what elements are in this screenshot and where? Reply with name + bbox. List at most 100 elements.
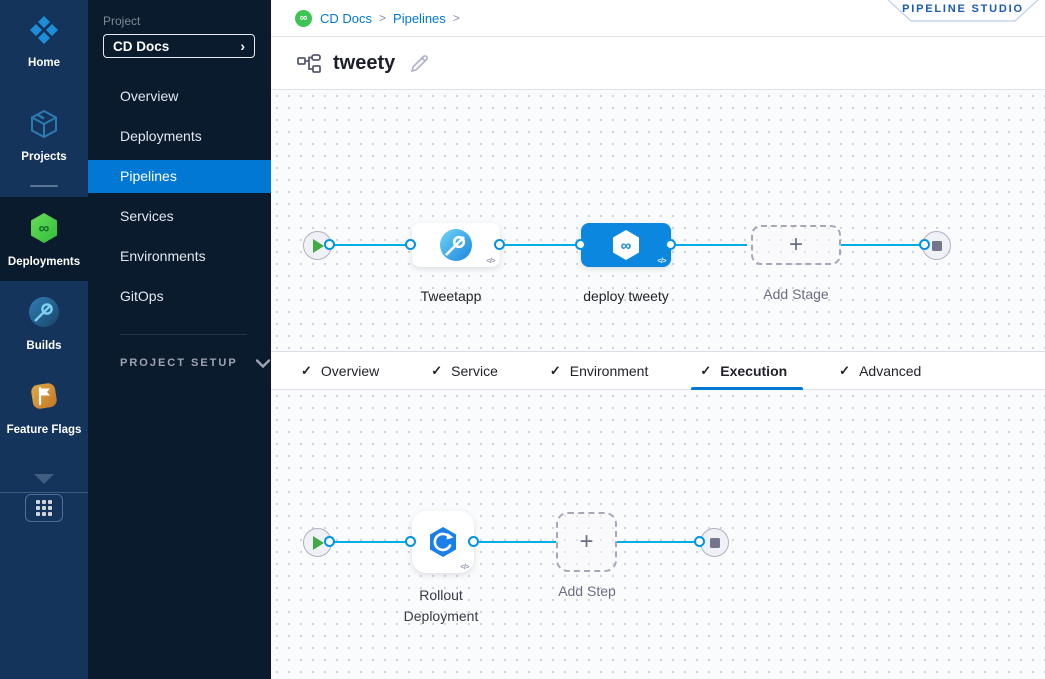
pipeline-name: tweety xyxy=(333,51,396,74)
play-icon xyxy=(312,535,324,550)
svg-text:∞: ∞ xyxy=(621,238,632,255)
sidebar-item-environments[interactable]: Environments xyxy=(120,248,206,264)
chevron-right-icon: › xyxy=(240,38,245,54)
project-setup-toggle[interactable]: PROJECT SETUP xyxy=(120,357,271,369)
connector-line xyxy=(841,244,920,246)
tab-environment[interactable]: ✓ Environment xyxy=(550,352,649,390)
stage-label-deploy-tweety: deploy tweety xyxy=(583,288,669,304)
stage-config-tabs: ✓ Overview ✓ Service ✓ Environment ✓ Exe… xyxy=(271,352,1045,390)
stop-icon xyxy=(709,537,720,548)
tab-label: Execution xyxy=(720,362,788,379)
tab-advanced[interactable]: ✓ Advanced xyxy=(839,352,921,390)
cd-module-icon: ∞ xyxy=(295,9,312,27)
project-sidebar: Project CD Docs › Overview Deployments P… xyxy=(88,0,271,679)
rail-item-label: Feature Flags xyxy=(6,423,82,436)
pipeline-studio-content: ∞ CD Docs > Pipelines > PIPELINE STUDIO … xyxy=(271,0,1045,679)
breadcrumb-link-project[interactable]: CD Docs xyxy=(320,10,373,26)
ci-stage-icon xyxy=(440,229,472,261)
sidebar-divider xyxy=(120,334,247,335)
link-point xyxy=(694,536,705,547)
rollout-step-icon xyxy=(430,527,456,557)
project-select-value: CD Docs xyxy=(113,38,170,54)
svg-text:∞: ∞ xyxy=(39,220,50,237)
link-point xyxy=(324,239,335,250)
link-point xyxy=(468,536,479,547)
execution-canvas: </> + Rollout Deployment Add Step xyxy=(271,390,1045,679)
check-icon: ✓ xyxy=(431,362,443,378)
connector-line xyxy=(505,244,577,246)
rail-item-projects[interactable]: Projects xyxy=(0,94,88,176)
tab-overview[interactable]: ✓ Overview xyxy=(301,352,379,390)
link-point xyxy=(919,239,930,250)
project-select[interactable]: CD Docs › xyxy=(103,34,255,58)
stage-node-deploy-tweety[interactable]: ∞ </> xyxy=(581,223,671,267)
sidebar-item-deployments[interactable]: Deployments xyxy=(120,128,202,144)
play-icon xyxy=(312,238,324,253)
connector-line xyxy=(676,244,747,246)
project-setup-label: PROJECT SETUP xyxy=(120,357,238,369)
sidebar-item-gitops[interactable]: GitOps xyxy=(120,288,164,304)
rail-item-label: Home xyxy=(28,57,60,69)
stage-canvas: </> ∞ </> + Tweetapp deploy tweety Add S… xyxy=(271,90,1045,352)
add-stage-button[interactable]: + xyxy=(751,225,841,265)
rail-item-builds[interactable]: Builds xyxy=(0,281,88,365)
step-node-rollout-deployment[interactable]: </> xyxy=(412,511,474,573)
feature-flags-icon xyxy=(27,379,61,418)
rail-collapse-chevron-icon[interactable] xyxy=(34,474,54,485)
plus-icon: + xyxy=(579,528,594,555)
pipeline-studio-badge-label: PIPELINE STUDIO xyxy=(902,3,1024,15)
tab-label: Overview xyxy=(320,362,380,379)
apps-grid-icon xyxy=(36,500,52,517)
active-tab-underline xyxy=(691,386,804,390)
pipeline-studio-badge: PIPELINE STUDIO xyxy=(887,0,1039,22)
add-step-label: Add Step xyxy=(558,583,616,599)
home-icon xyxy=(28,14,60,51)
module-rail: Home Projects ∞ Depl xyxy=(0,0,88,679)
breadcrumb-link-pipelines[interactable]: Pipelines xyxy=(393,10,446,26)
tab-service[interactable]: ✓ Service xyxy=(431,352,498,390)
project-label: Project xyxy=(103,14,141,28)
tab-label: Service xyxy=(451,362,498,379)
pipeline-title-row: tweety VISUAL YAML xyxy=(271,37,1045,113)
check-icon: ✓ xyxy=(839,362,851,378)
sidebar-item-pipelines[interactable]: Pipelines xyxy=(88,159,271,193)
connector-line xyxy=(334,541,407,543)
connector-line xyxy=(479,541,556,543)
check-icon: ✓ xyxy=(549,362,561,378)
link-point xyxy=(665,239,676,250)
projects-icon xyxy=(28,108,60,145)
rail-item-label: Deployments xyxy=(7,256,81,269)
rail-item-label: Projects xyxy=(21,150,67,163)
tab-execution[interactable]: ✓ Execution xyxy=(691,352,804,390)
deployments-icon: ∞ xyxy=(27,211,61,250)
sidebar-item-services[interactable]: Services xyxy=(120,208,174,224)
sidebar-menu: Overview Deployments Pipelines Services … xyxy=(88,76,271,316)
connector-line xyxy=(334,244,407,246)
rail-item-home[interactable]: Home xyxy=(0,0,88,82)
link-point xyxy=(405,536,416,547)
rail-divider xyxy=(30,185,58,188)
stage-node-tweetapp[interactable]: </> xyxy=(412,223,500,267)
breadcrumb-separator: > xyxy=(379,11,387,25)
link-point xyxy=(575,239,586,250)
chevron-down-icon xyxy=(255,358,270,368)
rail-item-deployments[interactable]: ∞ Deployments xyxy=(0,197,88,281)
edit-pencil-icon[interactable] xyxy=(409,53,430,74)
link-point xyxy=(405,239,416,250)
builds-icon xyxy=(27,295,61,334)
step-label-line1: Rollout xyxy=(419,587,463,603)
link-point xyxy=(324,536,335,547)
sidebar-item-overview[interactable]: Overview xyxy=(120,88,179,104)
add-stage-label: Add Stage xyxy=(763,286,829,302)
badge-ribbon-shape xyxy=(887,0,1039,22)
stage-label-tweetapp: Tweetapp xyxy=(420,288,482,304)
rail-item-feature-flags[interactable]: Feature Flags xyxy=(0,365,88,449)
add-step-button[interactable]: + xyxy=(556,512,617,572)
flow-start-node[interactable] xyxy=(303,231,332,260)
flow-start-node[interactable] xyxy=(303,528,332,557)
check-icon: ✓ xyxy=(700,362,712,378)
connector-line xyxy=(617,541,697,543)
cd-stage-icon: ∞ xyxy=(613,230,639,260)
module-switcher-button[interactable] xyxy=(25,494,63,523)
link-point xyxy=(494,239,505,250)
